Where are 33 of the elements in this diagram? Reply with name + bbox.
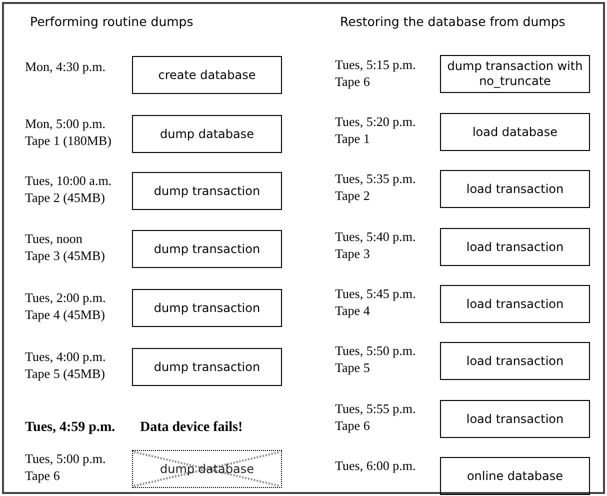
timestamp-text: Tues, 5:45 p.m. Tape 4: [335, 285, 417, 319]
timestamp-text: Tues, 5:50 p.m. Tape 5: [335, 342, 417, 376]
failure-note: Data device fails!: [140, 420, 243, 436]
section-heading: Performing routine dumps: [30, 14, 194, 29]
timestamp-text: Tues, 5:55 p.m. Tape 6: [335, 400, 417, 434]
step-box: create database: [132, 56, 282, 94]
timestamp-text: Tues, 5:15 p.m. Tape 6: [335, 56, 417, 90]
section-heading: Restoring the database from dumps: [340, 14, 566, 29]
timestamp-text: Tues, 5:35 p.m. Tape 2: [335, 170, 417, 204]
step-box: dump database: [132, 115, 282, 153]
step-box: dump transaction with no_truncate: [440, 55, 590, 93]
step-box: dump transaction: [132, 289, 282, 327]
step-box: load database: [440, 113, 590, 151]
step-box: dump transaction: [132, 348, 282, 386]
timestamp-text: Tues, 2:00 p.m. Tape 4 (45MB): [25, 289, 107, 323]
step-box: online database: [440, 457, 590, 495]
timestamp-text: Tues, 5:00 p.m. Tape 6: [25, 450, 107, 484]
step-box: load transaction: [440, 342, 590, 380]
step-box: load transaction: [440, 228, 590, 266]
crossed-out-step-box: dump database: [132, 450, 282, 488]
timestamp-text: Tues, 4:00 p.m. Tape 5 (45MB): [25, 348, 107, 382]
step-box: load transaction: [440, 170, 590, 208]
step-box: load transaction: [440, 400, 590, 438]
timestamp-text: Tues, 5:20 p.m. Tape 1: [335, 113, 417, 147]
timestamp-text: Tues, 6:00 p.m.: [335, 457, 417, 474]
timestamp-text: Tues, 10:00 a.m. Tape 2 (45MB): [25, 172, 113, 206]
event-time-text: Tues, 4:59 p.m.: [25, 420, 116, 436]
step-box: dump transaction: [132, 172, 282, 210]
timestamp-text: Mon, 5:00 p.m. Tape 1 (180MB): [25, 115, 112, 149]
timestamp-text: Mon, 4:30 p.m.: [25, 58, 107, 75]
timestamp-text: Tues, 5:40 p.m. Tape 3: [335, 228, 417, 262]
step-box: dump transaction: [132, 230, 282, 268]
step-box: load transaction: [440, 285, 590, 323]
